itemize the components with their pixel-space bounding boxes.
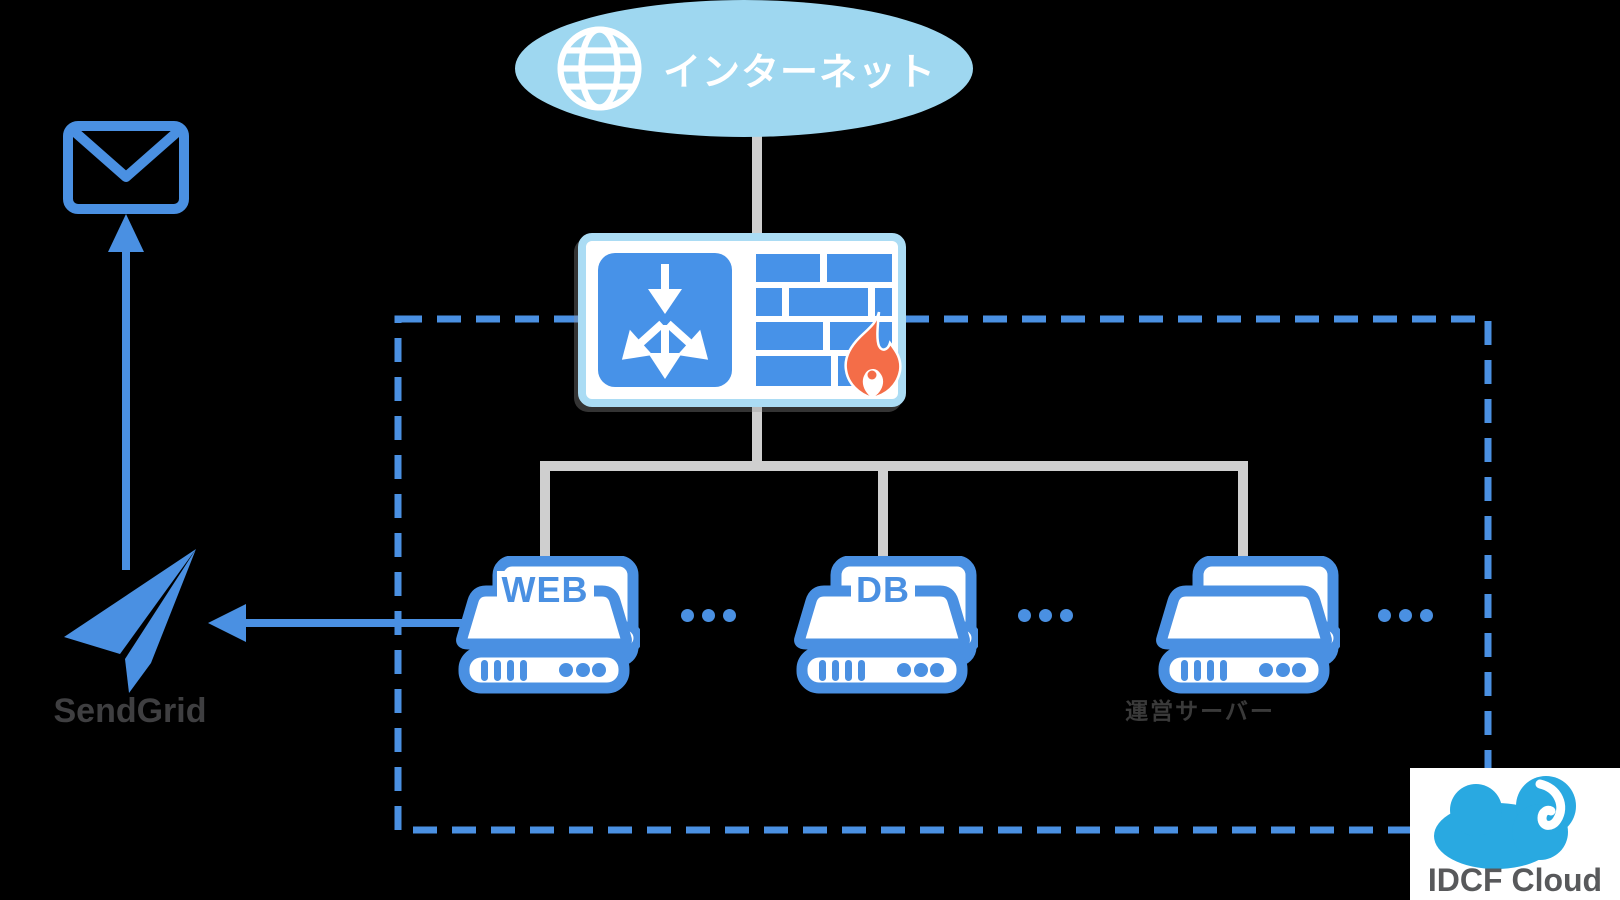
server-node-web: WEB — [450, 571, 640, 609]
load-balancer-icon — [598, 253, 732, 387]
ops-server-caption: 運営サーバー — [1125, 698, 1275, 724]
flame-icon — [844, 311, 902, 399]
server-icon-ops — [1156, 556, 1340, 694]
internet-node: インターネット — [515, 0, 973, 137]
ellipsis-icon — [1378, 609, 1433, 622]
idcf-label: IDCF Cloud — [1427, 862, 1603, 898]
server-icon-db — [794, 556, 978, 694]
idcf-cloud-icon — [1434, 776, 1576, 869]
server-label: DB — [851, 571, 915, 609]
gateway-node — [578, 233, 906, 407]
envelope-icon — [63, 121, 189, 214]
mail-arrow — [108, 214, 144, 570]
paper-plane-icon — [64, 549, 196, 693]
globe-icon — [557, 26, 642, 111]
ellipsis-icon — [681, 609, 736, 622]
ellipsis-icon — [1018, 609, 1073, 622]
internet-label: インターネット — [662, 52, 936, 94]
gray-connector-lines — [540, 128, 1248, 575]
sendgrid-label: SendGrid — [53, 692, 207, 730]
sendgrid-arrow — [208, 604, 478, 642]
server-node-db: DB — [788, 571, 978, 609]
firewall-brick-icon — [756, 254, 892, 386]
network-boundary-dashed-border — [394, 315, 1492, 834]
idcf-logo: IDCF Cloud — [1410, 768, 1620, 900]
server-label: WEB — [496, 571, 594, 609]
